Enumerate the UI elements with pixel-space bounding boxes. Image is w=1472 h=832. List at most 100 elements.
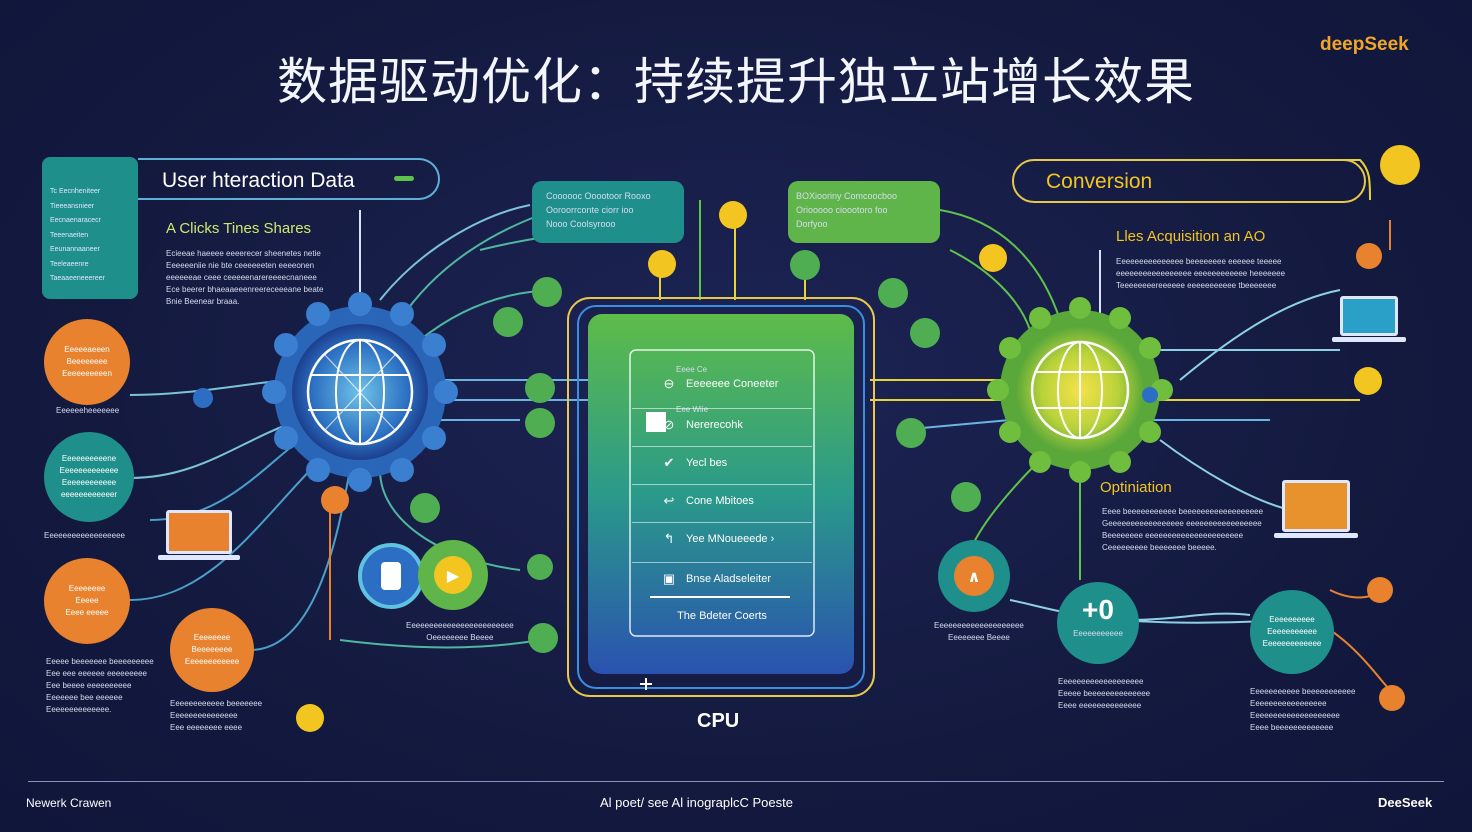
cpu-label: CPU — [697, 710, 740, 732]
laptop-base — [158, 555, 240, 560]
note-line: Eeeee beeeeeeeeeeeeee — [1058, 689, 1151, 698]
desc-line: Eeee beeeeeeeeeee beeeeeeeeeeeeeeeeee — [1102, 507, 1264, 516]
desc-line: eeeeeeae ceee ceeeeenarereeeecnaneee — [166, 273, 317, 282]
right-notes: Eeeeeeeeeeeeeeeeeeee Eeeeeeee Beeee — [934, 620, 1024, 644]
note-line: Eeeeeeeeeeeeeeeeeeeeeeee — [406, 621, 514, 630]
right-notes-3: Eeeeeeeeeee beeeeeeeeeee Eeeeeeeeeeeeeee… — [1250, 686, 1370, 734]
left-circle-4: Eeeeeeee Beeeeeeee Eeeeeeeeeeee — [170, 608, 254, 692]
divider — [650, 596, 790, 598]
note-line: Eee eee eeeeee eeeeeeeee — [46, 669, 147, 678]
desc-line: Eeeeeeniie nie bte ceeeeeeten eeeeonen — [166, 261, 315, 270]
left-circle-1: Eeeeeaeeen Beeeeeeee Eeeeeeeeeen — [44, 319, 130, 405]
note-line: Eeeeeee bee eeeeee — [46, 693, 123, 702]
cpu-row: ✔ Yecl bes — [632, 446, 812, 479]
check-icon: ✔ — [663, 455, 675, 470]
note-line: Eeeee beeeeeee beeeeeeeee — [46, 657, 154, 666]
right-wires — [870, 159, 1391, 691]
cpu-row-label: Yee MNoueeede › — [686, 533, 775, 545]
cpu-row: ⊘ Nererecohk — [632, 408, 812, 441]
desc-line: Eeeeeeeeeeeeeee beeeeeeee eeeeee teeeee — [1116, 257, 1282, 266]
user-data-banner: User hteraction Data — [138, 158, 440, 200]
grid-icon — [646, 412, 666, 432]
note-line: Eeee beeeeeeeeeeeee — [1250, 723, 1334, 732]
cpu-footer-text: The Bdeter Coerts — [677, 610, 767, 622]
card-line: Ooroorrconte ciorr ioo — [546, 205, 634, 215]
list-item: Taeaaeeneeereer — [50, 275, 105, 282]
list-item: Tc Eecnheniteer — [50, 188, 101, 195]
note-line: Eeeeeeeeeeeeeeeeeeee — [934, 621, 1024, 630]
cpu-row-label: Eeeeeee Coneeter — [686, 378, 779, 390]
desc-line: Bnie Beenear braaa. — [166, 297, 240, 306]
cpu-row: ▣Bnse Aladseleiter — [632, 562, 812, 595]
user-data-subtitle: A Clicks Tines Shares — [166, 220, 312, 237]
conversion-banner: Conversion — [1012, 159, 1366, 203]
note-line: Eeeeeeeeeeeeee. — [46, 705, 112, 714]
left-globe-icon — [262, 292, 458, 492]
optimization-description: Eeee beeeeeeeeeee beeeeeeeeeeeeeeeeee Ge… — [1102, 506, 1272, 554]
conversion-description: Eeeeeeeeeeeeeee beeeeeeee eeeeee teeeee … — [1116, 256, 1306, 292]
desc-line: Geeeeeeeeeeeeeeeee eeeeeeeeeeeeeeeee — [1102, 519, 1262, 528]
note-line: Eeeeeeeeeeee beeeeeee — [170, 699, 263, 708]
note-line: Eeeeeeee Beeee — [948, 633, 1010, 642]
desc-line: Ceeeeeeeee beeeeeee beeeee. — [1102, 543, 1217, 552]
list-item: Eeunannaaneer — [50, 246, 100, 253]
user-data-label: User hteraction Data — [162, 169, 355, 192]
desc-line: Beeeeeeee eeeeeeeeeeeeeeeeeeeeee — [1102, 531, 1244, 540]
laptop-icon-right-bottom — [1282, 480, 1350, 532]
left-notes-2: Eeeeeeeeeeee beeeeeee Eeeeeeeeeeeeeee Ee… — [170, 698, 270, 734]
note-line: Eee beeee eeeeeeeeee — [46, 681, 132, 690]
left-wires — [129, 204, 621, 651]
display-icon: ▣ — [662, 571, 676, 586]
green-nodes — [410, 250, 981, 653]
desc-line: Teeeeeeeereeeeee eeeeeeeeeee tbeeeeeee — [1116, 281, 1277, 290]
card-line: Dorfyoo — [796, 219, 828, 229]
alert-glyph: ∧ — [954, 556, 994, 596]
right-notes-2: Eeeeeeeeeeeeeeeeeee Eeeee beeeeeeeeeeeee… — [1058, 676, 1178, 712]
yellow-nodes — [296, 145, 1420, 732]
right-globe-icon — [987, 297, 1173, 483]
arrow-up-left-icon: ↰ — [663, 531, 675, 546]
note-line: Eeeeeeeeeeeeeeeeeeee — [1250, 711, 1340, 720]
top-card-left: Coooooc Ooootoor Rooxo Ooroorrconte cior… — [532, 181, 684, 243]
brand-logo-top: deepSeek — [1320, 34, 1409, 55]
cpu-row: ↰ Yee MNoueeede › — [632, 522, 812, 555]
left-circle-2: Eeeeeeeeeene Eeeeeeeeeeeee Eeeeeeeeeeee … — [44, 432, 134, 522]
note-line: Eeeeeeeeeee beeeeeeeeeee — [1250, 687, 1356, 696]
note-line: Eee eeeeeeee eeee — [170, 723, 243, 732]
plus-circle-caption: Eeeeeeeeeee — [1073, 629, 1123, 638]
note-line: Eeeeeeeeeeeeeeeee — [1250, 699, 1327, 708]
laptop-icon-right-top — [1340, 296, 1398, 336]
mid-note: Eeeeeeeeeeeeeeeeeeeeeeee Oeeeeeeee Beeee — [406, 620, 514, 644]
footer-divider — [28, 781, 1444, 782]
user-data-list: Tc Eecnheniteer Tieeeansnieer Eecnaenara… — [42, 157, 138, 287]
card-line: Oriooooo cioootoro foo — [796, 205, 888, 215]
card-line: Nooo Coolsyrooo — [546, 219, 616, 229]
dash-icon — [394, 176, 414, 181]
cpu-body — [588, 314, 854, 674]
stop-circle-icon: ⊘ — [663, 417, 675, 432]
left-notes-1: Eeeee beeeeeee beeeeeeeee Eee eee eeeeee… — [46, 656, 166, 716]
play-icon: ▶ — [418, 540, 488, 610]
blue-nodes — [193, 387, 1158, 408]
top-card-right: BOXiooriny Comcoocboo Oriooooo cioootoro… — [788, 181, 940, 243]
optimization-label: Optiniation — [1100, 479, 1172, 496]
cpu-row-label: Nererecohk — [686, 419, 743, 431]
conversion-subtitle: Lles Acquisition an AO — [1116, 228, 1266, 245]
list-item: Eecnaenaracecr — [50, 217, 101, 224]
cpu-inner-frame — [577, 305, 865, 689]
laptop-base — [1332, 337, 1406, 342]
note-line: Eeeeeeeeeeeeeeeeeee — [1058, 677, 1144, 686]
cpu-row-1-top: Eee Wiie — [676, 405, 709, 414]
return-icon: ↩ — [663, 493, 675, 508]
laptop-icon-left — [166, 510, 232, 554]
cpu-row-label: Yecl bes — [686, 457, 728, 469]
note-line: Oeeeeeeee Beeee — [426, 633, 494, 642]
document-shape — [381, 562, 401, 590]
plus-circle: +0 Eeeeeeeeeee — [1057, 582, 1139, 664]
laptop-base — [1274, 533, 1358, 538]
footer-center: Al poet/ see Al inograplcC Poeste — [600, 795, 793, 810]
desc-line: eeeeeeeeeeeeeeeee eeeeeeeeeeee heeeeeee — [1116, 269, 1286, 278]
note-line: Eeeeeeeeeeeeeee — [170, 711, 238, 720]
footer-left: Newerk Crawen — [26, 796, 112, 810]
